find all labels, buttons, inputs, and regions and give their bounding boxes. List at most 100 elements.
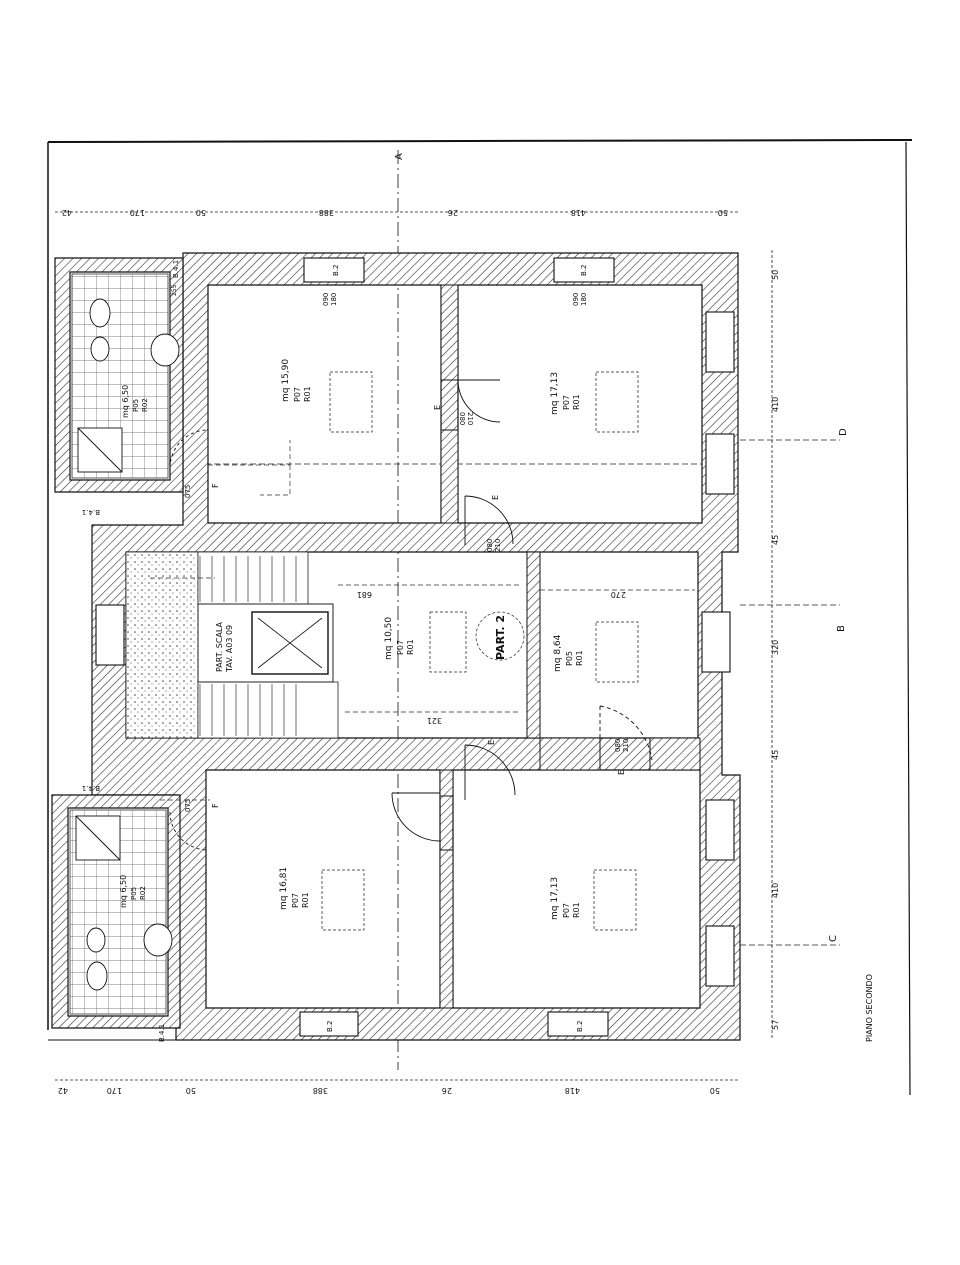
dim-bottom-1: 42 — [58, 1086, 68, 1095]
dimension-lines — [55, 211, 840, 1081]
door-size-1: 080 — [458, 412, 466, 425]
door-size-8: 075 — [184, 799, 192, 812]
windows — [95, 257, 735, 1037]
dim-right-4: 320 — [771, 640, 780, 655]
room-6-finish: R01 — [572, 902, 581, 918]
section-mark-b: B — [836, 625, 847, 632]
window-tag-b2-2: B.2 — [580, 265, 588, 276]
dim-right-2: 410 — [771, 397, 780, 412]
sanitary-fixtures — [75, 298, 180, 991]
window-size-2: 180 — [330, 293, 338, 306]
section-mark-d: D — [838, 428, 849, 436]
stair-landing — [125, 551, 339, 739]
room-5-floor: P07 — [291, 893, 300, 908]
dims-top: 42 170 50 388 26 418 50 — [62, 208, 728, 217]
window-size-4: 180 — [580, 293, 588, 306]
bath-2-area: mq 6,50 — [119, 875, 128, 908]
door-size-2: 210 — [466, 412, 474, 425]
room-5-area: mq 16,81 — [279, 867, 289, 910]
window-tag-b41-1: B.4.1 — [172, 260, 180, 278]
dim-top-1: 42 — [62, 208, 72, 217]
reference-lines — [47, 139, 913, 1096]
door-size-4: 210 — [494, 539, 502, 552]
door-size-5: 080 — [614, 739, 622, 752]
dim-bottom-4: 388 — [313, 1086, 328, 1095]
room-4-floor: P05 — [565, 651, 574, 666]
section-mark-a: A — [394, 153, 405, 160]
section-marks: A B C D — [394, 153, 849, 942]
dim-center-1: 681 — [357, 590, 372, 599]
room-1-area: mq 15,90 — [281, 359, 291, 402]
dim-right-6: 410 — [771, 883, 780, 898]
door-type-3: E — [487, 740, 496, 745]
dim-top-4: 388 — [319, 208, 334, 217]
door-type-1: E — [433, 405, 442, 410]
door-size-7: 075 — [184, 485, 192, 498]
dims-bottom: 42 170 50 388 26 418 50 — [58, 1086, 720, 1095]
finish-tag-f2: F — [211, 803, 220, 808]
dim-bottom-7: 50 — [710, 1086, 720, 1095]
dim-top-5: 26 — [448, 208, 458, 217]
door-type-4: E — [617, 770, 626, 775]
window-tag-b41-4: B.4.1 — [158, 1024, 166, 1042]
room-1-finish: R01 — [303, 386, 312, 402]
dim-top-3: 50 — [196, 208, 206, 217]
stair-label-1: PART. SCALA — [215, 621, 224, 672]
dim-center-3: 321 — [427, 716, 442, 725]
room-2-area: mq 17,13 — [550, 372, 560, 415]
dim-right-1: 50 — [771, 270, 780, 280]
dim-bottom-3: 50 — [186, 1086, 196, 1095]
unit-label: PART. 2 — [494, 615, 507, 660]
section-mark-c: C — [828, 935, 839, 942]
bath-2-floor: P05 — [130, 887, 138, 900]
dim-top-6: 418 — [571, 208, 586, 217]
room-3-area: mq 10,50 — [384, 617, 394, 660]
window-size-3: 090 — [572, 293, 580, 306]
dim-right-5: 45 — [771, 750, 780, 760]
room-3-finish: R01 — [406, 639, 415, 655]
dim-right-7: 57 — [771, 1020, 780, 1030]
bath-window-size: 255 — [171, 284, 178, 296]
dims-right: 50 410 45 320 45 410 57 — [771, 270, 780, 1030]
window-tag-b41-2: B.4.1 — [82, 508, 100, 516]
room-4-finish: R01 — [575, 650, 584, 666]
bath-1-finish: R02 — [141, 398, 149, 412]
room-6-area: mq 17,13 — [550, 877, 560, 920]
dim-top-7: 50 — [718, 208, 728, 217]
floor-symbols — [321, 371, 639, 931]
bath-1-area: mq 6,50 — [121, 385, 130, 418]
window-tag-b2-1: B.2 — [332, 265, 340, 276]
dim-bottom-2: 170 — [107, 1086, 122, 1095]
window-tag-b2-3: B.2 — [326, 1021, 334, 1032]
dim-bottom-5: 26 — [442, 1086, 452, 1095]
window-tag-b2-4: B.2 — [576, 1021, 584, 1032]
finish-tag-f1: F — [211, 483, 220, 488]
room-4-area: mq 8,64 — [553, 634, 563, 672]
door-swings — [169, 379, 653, 851]
room-3-floor: P07 — [396, 640, 405, 655]
dim-center-2: 270 — [611, 590, 626, 599]
door-type-2: E — [491, 495, 500, 500]
room-6-floor: P07 — [562, 903, 571, 918]
room-5-finish: R01 — [301, 892, 310, 908]
room-1-floor: P07 — [293, 387, 302, 402]
dim-bottom-6: 418 — [565, 1086, 580, 1095]
dim-top-2: 170 — [130, 208, 145, 217]
plan-annotations: PART. 2 PART. SCALA TAV. A03 09 PIANO SE… — [215, 615, 874, 1042]
door-window-tags: B.2 B.2 B.2 B.2 B.4.1 B.4.1 B.4.1 B.4.1 … — [82, 260, 630, 1042]
guide-lines — [150, 440, 695, 801]
interior-walls — [439, 284, 701, 1009]
dims-center: 681 270 321 — [357, 590, 626, 725]
bath-1-floor: P05 — [132, 399, 140, 412]
room-2-floor: P07 — [562, 395, 571, 410]
dim-right-3: 45 — [771, 535, 780, 545]
room-labels: mq 15,90 P07 R01 mq 17,13 P07 R01 mq 10,… — [119, 359, 584, 920]
bath-2-finish: R02 — [139, 886, 147, 900]
door-size-6: 210 — [622, 739, 630, 752]
window-size-1: 090 — [322, 293, 330, 306]
plan-title: PIANO SECONDO — [865, 974, 874, 1042]
door-size-3: 080 — [486, 539, 494, 552]
room-2-finish: R01 — [572, 394, 581, 410]
stair-label-2: TAV. A03 09 — [225, 625, 234, 673]
